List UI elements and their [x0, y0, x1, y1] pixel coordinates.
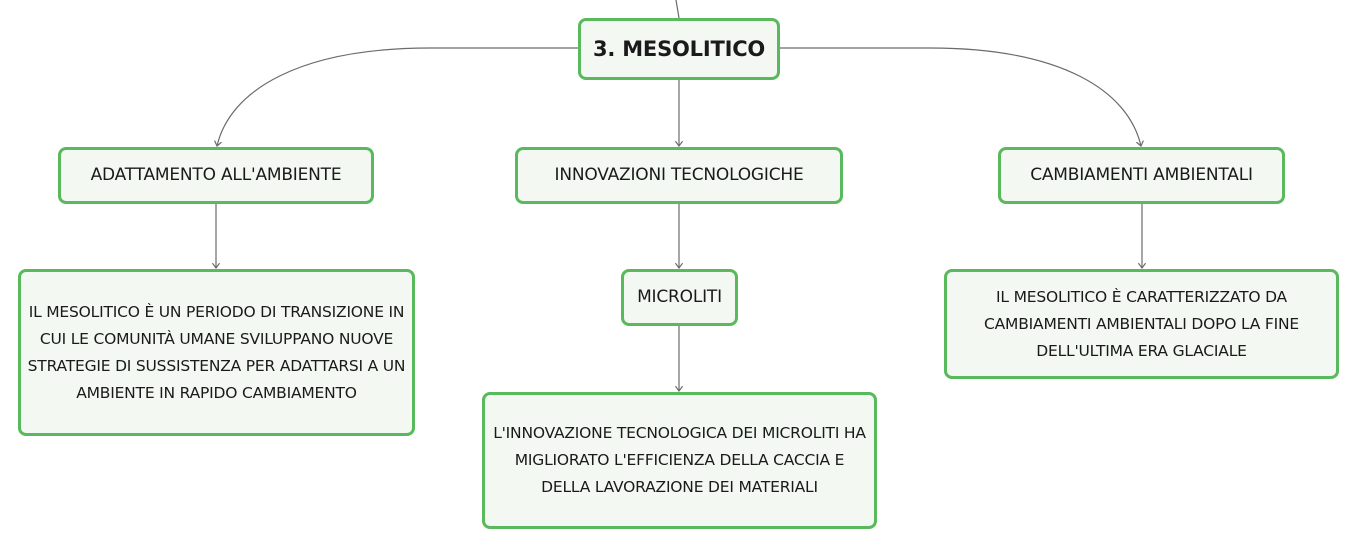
description-node-microliti[interactable]: L'INNOVAZIONE TECNOLOGICA DEI MICROLITI …: [482, 392, 877, 529]
root-label: 3. MESOLITICO: [592, 36, 766, 61]
branch-node-adattamento[interactable]: ADATTAMENTO ALL'AMBIENTE: [58, 147, 374, 204]
connector-root-left: [217, 47, 579, 146]
connector-root-right: [779, 47, 1141, 146]
description-text: L'INNOVAZIONE TECNOLOGICA DEI MICROLITI …: [493, 424, 866, 496]
connector-incoming: [675, 0, 680, 19]
branch-label: ADATTAMENTO ALL'AMBIENTE: [90, 165, 342, 185]
subtopic-label: MICROLITI: [637, 287, 722, 307]
description-node-cambiamenti[interactable]: IL MESOLITICO È CARATTERIZZATO DA CAMBIA…: [944, 269, 1339, 379]
root-node[interactable]: 3. MESOLITICO: [578, 18, 780, 80]
branch-node-innovazioni[interactable]: INNOVAZIONI TECNOLOGICHE: [515, 147, 843, 204]
description-text: IL MESOLITICO È UN PERIODO DI TRANSIZION…: [27, 302, 406, 402]
branch-node-cambiamenti[interactable]: CAMBIAMENTI AMBIENTALI: [998, 147, 1285, 204]
description-text: IL MESOLITICO È CARATTERIZZATO DA CAMBIA…: [984, 287, 1299, 360]
branch-label: INNOVAZIONI TECNOLOGICHE: [554, 165, 804, 185]
description-node-adattamento[interactable]: IL MESOLITICO È UN PERIODO DI TRANSIZION…: [18, 269, 415, 436]
branch-label: CAMBIAMENTI AMBIENTALI: [1030, 165, 1253, 185]
subtopic-node-microliti[interactable]: MICROLITI: [621, 269, 738, 326]
